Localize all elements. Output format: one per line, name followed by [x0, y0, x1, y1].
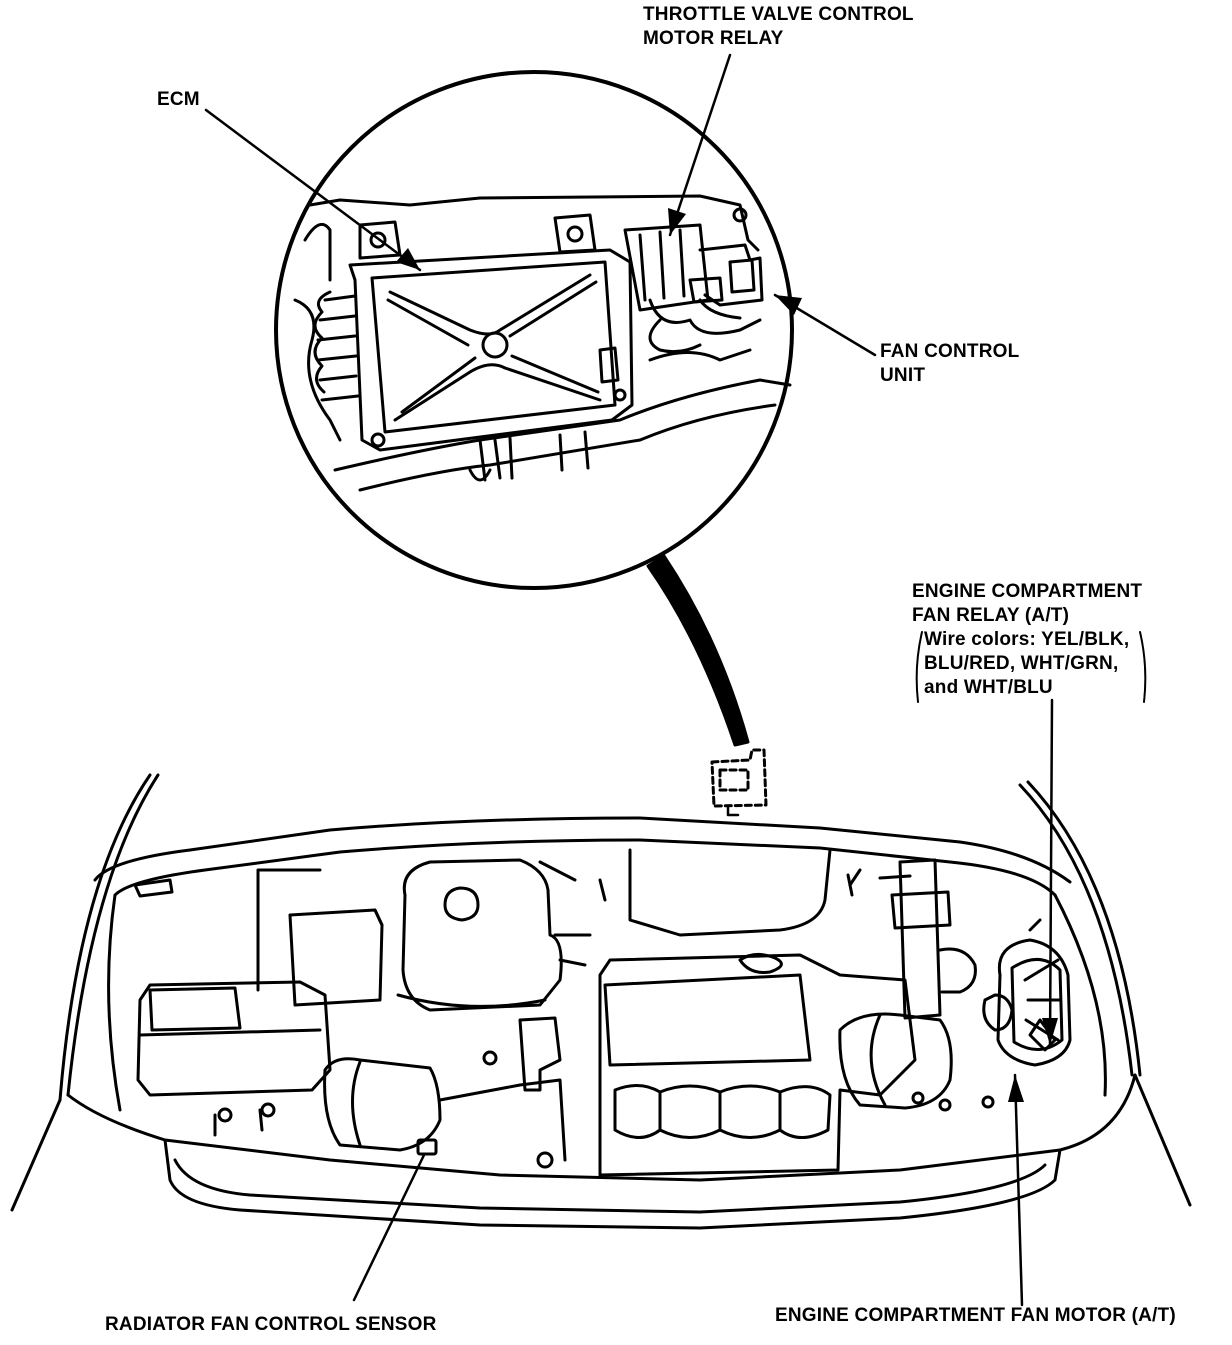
fan-relay-label-line2: FAN RELAY (A/T): [912, 605, 1070, 626]
fan-motor: [982, 918, 1072, 1067]
throttle-relay-label: THROTTLE VALVE CONTROL MOTOR RELAY: [643, 3, 914, 51]
radiator-fan-sensor-label: RADIATOR FAN CONTROL SENSOR: [105, 1314, 437, 1335]
ecm-label: ECM: [157, 89, 200, 110]
throttle-relay-label-line1: THROTTLE VALVE CONTROL: [643, 4, 914, 25]
arrowheads: [396, 208, 1058, 1102]
fan-relay-label-line1: ENGINE COMPARTMENT: [912, 581, 1143, 602]
fan-relay-label: ENGINE COMPARTMENT FAN RELAY (A/T) Wire …: [912, 580, 1142, 700]
fan-motor-label: ENGINE COMPARTMENT FAN MOTOR (A/T): [775, 1305, 1176, 1326]
wire-colors-line2: BLU/RED, WHT/GRN,: [924, 653, 1119, 674]
wire-colors-line3: and WHT/BLU: [924, 677, 1053, 698]
ecm-unit: [293, 194, 792, 492]
fan-control-label-line1: FAN CONTROL: [880, 341, 1020, 362]
fan-control-label-line2: UNIT: [880, 365, 926, 386]
detail-magnifier-circle: [274, 70, 794, 747]
fan-control-unit-label: FAN CONTROL UNIT: [880, 340, 1019, 388]
leader-lines: [204, 53, 1054, 1307]
ecm-location-marker: [710, 748, 768, 808]
relay-connector: [623, 223, 764, 354]
wire-colors-line1: Wire colors: YEL/BLK,: [924, 629, 1130, 650]
throttle-relay-label-line2: MOTOR RELAY: [643, 28, 784, 49]
radiator-fan-sensor-marker: [416, 1138, 438, 1156]
